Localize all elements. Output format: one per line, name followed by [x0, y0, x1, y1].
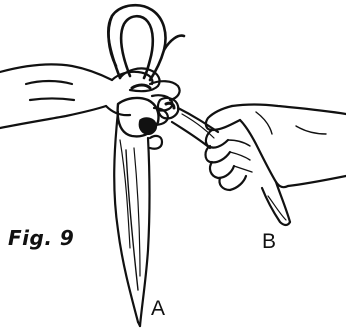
end-label-a: A: [151, 297, 165, 321]
right-hand-icon: [206, 105, 346, 191]
figure-caption: Fig. 9: [8, 226, 74, 250]
scarf-end-a-icon: [114, 112, 149, 326]
scarf-end-b-icon: [262, 182, 290, 225]
end-label-b: B: [262, 230, 276, 254]
